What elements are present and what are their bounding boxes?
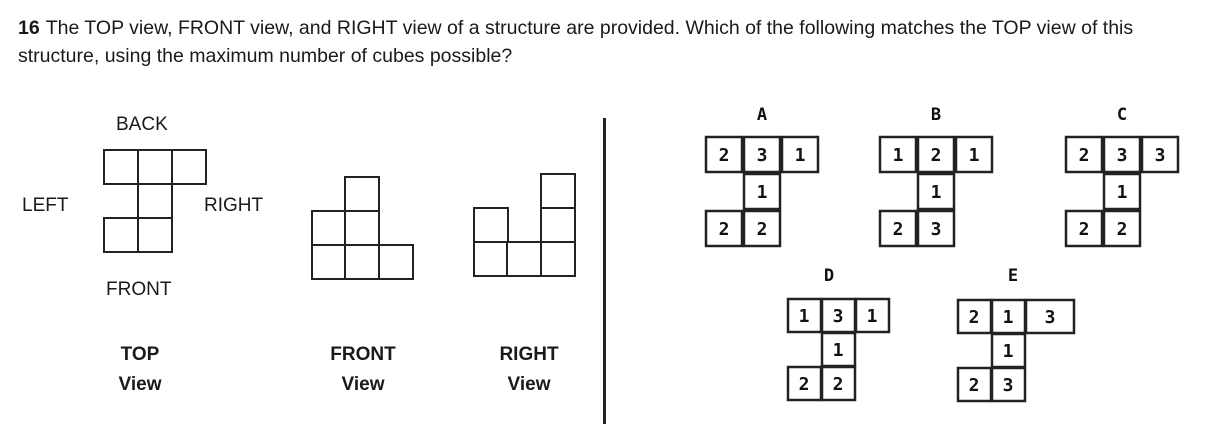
option-b-cell-bm: 3 [931,219,942,240]
option-d-cell-mid: 1 [833,340,844,361]
caption-front-line1: FRONT [330,344,396,365]
caption-front-line2: View [341,374,385,395]
option-d[interactable]: D 1 3 1 1 2 2 [785,263,905,413]
option-b-cell-mid: 1 [931,182,942,203]
option-c-cell-bm: 2 [1117,219,1128,240]
option-a-cell-tr: 1 [795,145,806,166]
option-c-cell-mid: 1 [1117,182,1128,203]
option-c-cell-tl: 2 [1079,145,1090,166]
option-c-cell-tm: 3 [1117,145,1128,166]
option-d-cell-tm: 3 [833,306,844,327]
option-d-letter: D [824,266,834,286]
caption-top-view: TOP View [100,340,180,400]
top-view-drawing [103,149,207,253]
option-e-cell-tl: 2 [969,307,980,328]
option-e-cell-tr: 3 [1045,307,1056,328]
option-a-cell-bl: 2 [719,219,730,240]
question-body: The TOP view, FRONT view, and RIGHT view… [18,17,1134,67]
option-c-letter: C [1117,105,1127,125]
option-c-cell-tr: 3 [1155,145,1166,166]
option-d-cell-bm: 2 [833,374,844,395]
option-d-cell-tr: 1 [867,306,878,327]
vertical-divider [603,118,606,424]
caption-front-view: FRONT View [313,340,413,400]
option-b-cell-bl: 2 [893,219,904,240]
caption-top-line2: View [118,374,162,395]
front-view-drawing [311,176,414,280]
label-right: RIGHT [204,195,264,216]
caption-right-view: RIGHT View [484,340,574,400]
question-number: 16 [18,17,40,39]
option-e-letter: E [1008,266,1018,286]
option-e-cell-tm: 1 [1003,307,1014,328]
label-front: FRONT [106,279,172,300]
option-e-cell-bl: 2 [969,375,980,396]
option-a-letter: A [757,105,767,125]
option-b-cell-tl: 1 [893,145,904,166]
option-a-cell-bm: 2 [757,219,768,240]
label-left: LEFT [22,195,69,216]
option-b-cell-tr: 1 [969,145,980,166]
caption-right-line2: View [507,374,551,395]
option-a-cell-mid: 1 [757,182,768,203]
option-a[interactable]: A 2 3 1 1 2 2 [703,102,823,248]
option-b-letter: B [931,105,941,125]
option-c[interactable]: C 2 3 3 1 2 2 [1063,102,1183,248]
option-b[interactable]: B 1 2 1 1 2 3 [877,102,997,248]
option-d-cell-bl: 2 [799,374,810,395]
right-view-drawing [473,173,576,277]
label-back: BACK [116,114,168,135]
caption-right-line1: RIGHT [499,344,559,365]
option-e-cell-mid: 1 [1003,341,1014,362]
option-e[interactable]: E 2 1 3 1 2 3 [955,263,1085,413]
option-e-cell-bm: 3 [1003,375,1014,396]
option-a-cell-tm: 3 [757,145,768,166]
option-c-cell-bl: 2 [1079,219,1090,240]
caption-top-line1: TOP [120,344,160,365]
option-b-cell-tm: 2 [931,145,942,166]
option-a-cell-tl: 2 [719,145,730,166]
option-d-cell-tl: 1 [799,306,810,327]
